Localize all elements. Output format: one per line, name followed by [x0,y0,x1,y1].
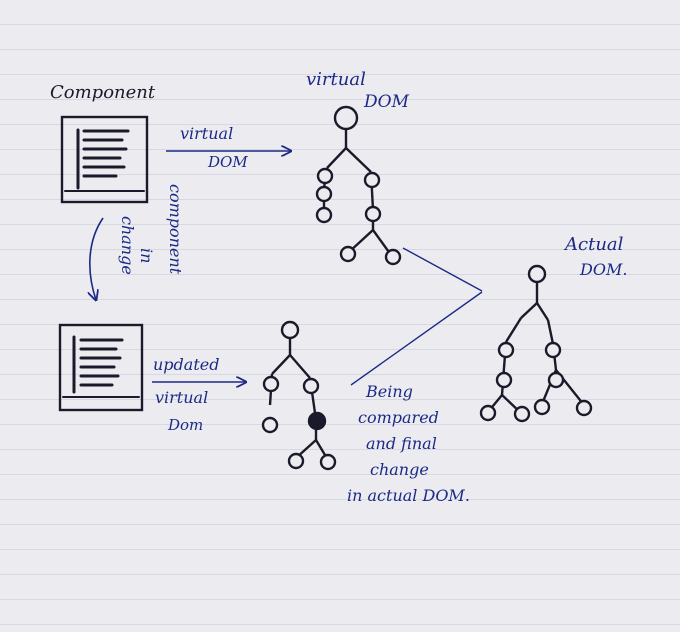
updated-dom-label: Dom [168,416,204,434]
compare-label-line2: compared [358,408,439,427]
change-label-line1: change [118,216,137,275]
actual-dom-label-line1: Actual [565,234,624,255]
comparison-lines [350,247,483,386]
arrow-label-virtual: virtual [180,124,234,143]
actual-dom-tree-icon [479,264,593,423]
updated-virtual-label: virtual [155,388,209,407]
component-box-icon [60,115,149,204]
compare-label-line3: and final [366,434,437,453]
compare-label-line1: Being [366,382,413,401]
virtual-dom-title-line2: DOM [364,92,409,112]
arrow-label-dom: DOM [208,153,248,171]
compare-label-line4: change [370,460,429,479]
actual-dom-label-line2: DOM. [580,260,628,279]
arrow-change-in-component [90,217,104,300]
component-label: Component [50,82,156,103]
updated-virtual-dom-tree-icon [261,320,337,471]
updated-component-box-icon [58,323,144,412]
change-label-line3: component [166,184,185,275]
virtual-dom-tree-icon [315,105,402,266]
compare-label-line5: in actual DOM. [347,486,470,505]
change-label-line2: in [137,248,156,264]
updated-label: updated [153,355,220,374]
virtual-dom-title-line1: virtual [306,69,366,90]
